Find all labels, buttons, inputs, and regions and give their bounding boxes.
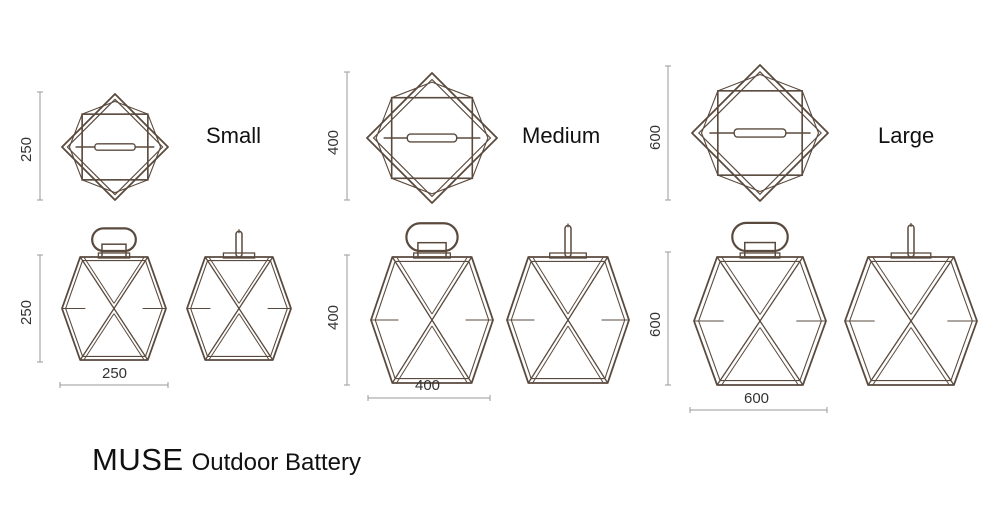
product-subtitle: Outdoor Battery	[191, 449, 361, 476]
large-side-view	[844, 223, 978, 386]
small-front-height-dimension	[37, 254, 43, 363]
large-front-height-dimension	[665, 251, 671, 386]
product-brand: MUSE	[92, 442, 184, 477]
medium-front-height-label: 400	[325, 304, 342, 330]
large-top-height-dimension	[665, 65, 671, 201]
medium-width-label: 400	[415, 377, 441, 394]
large-top-height-label: 600	[647, 124, 664, 150]
large-width-dimension	[689, 407, 828, 413]
medium-top-view	[366, 72, 498, 204]
small-side-view	[186, 229, 292, 361]
large-width-label: 600	[744, 390, 770, 407]
medium-front-view-with-ring	[370, 222, 494, 384]
medium-front-height-dimension	[344, 254, 350, 386]
small-width-dimension	[59, 382, 169, 388]
medium-top-height-dimension	[344, 71, 350, 201]
small-front-height-label: 250	[18, 299, 35, 325]
medium-side-view	[506, 223, 630, 384]
size-label-small: Small	[206, 123, 262, 148]
small-top-view	[61, 93, 169, 201]
large-front-height-label: 600	[647, 311, 664, 337]
small-top-height-dimension	[37, 91, 43, 201]
small-front-view-with-ring	[61, 227, 167, 361]
size-label-large: Large	[878, 123, 935, 148]
small-top-height-label: 250	[18, 136, 35, 162]
product-title: MUSE Outdoor Battery	[92, 442, 361, 478]
large-top-view	[691, 64, 829, 202]
medium-width-dimension	[367, 395, 491, 401]
medium-top-height-label: 400	[325, 129, 342, 155]
large-front-view-with-ring	[693, 221, 827, 386]
size-label-medium: Medium	[522, 123, 601, 148]
small-width-label: 250	[102, 365, 128, 382]
